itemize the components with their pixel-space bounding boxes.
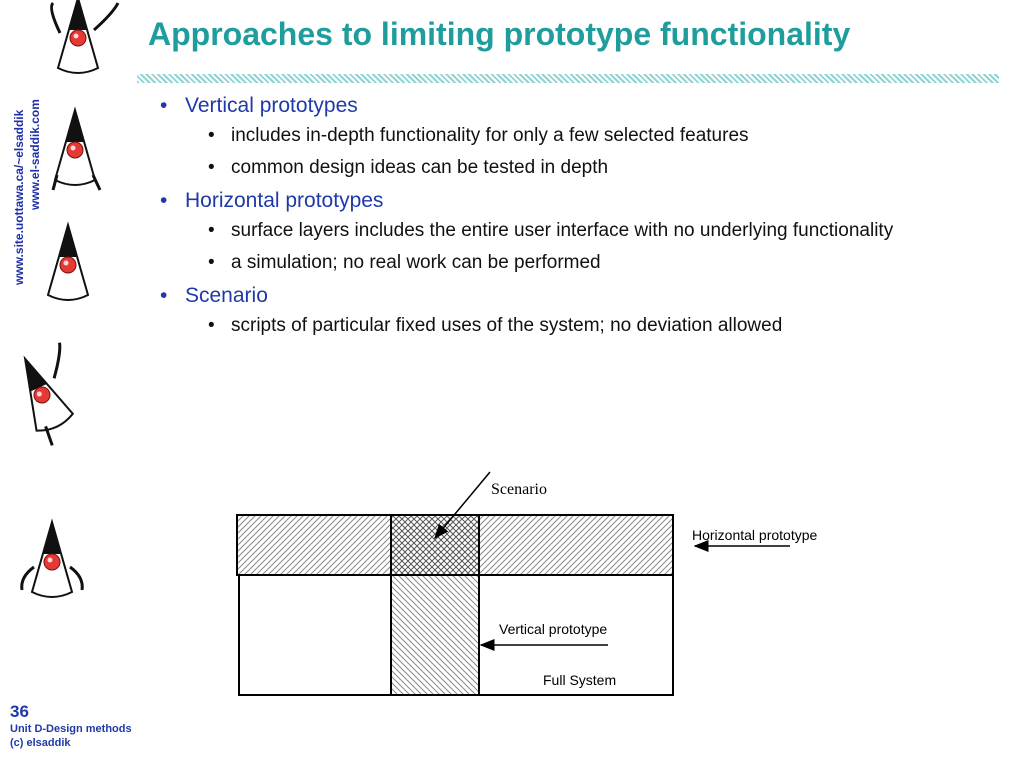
full-system-label: Full System: [543, 672, 616, 688]
footer-copyright: (c) elsaddik: [10, 737, 71, 749]
slide-title: Approaches to limiting prototype functio…: [148, 16, 851, 52]
mascot-5: [20, 521, 84, 598]
bullet-list: Vertical prototypes includes in-depth fu…: [160, 92, 980, 345]
bullet-item: includes in-depth functionality for only…: [160, 123, 980, 149]
mascot-3: [47, 224, 89, 301]
mascot-2: [51, 109, 102, 191]
mascot-1: [50, 0, 120, 74]
scenario-arrow: [434, 471, 491, 540]
bullet-item: surface layers includes the entire user …: [160, 218, 980, 244]
prototype-diagram: Scenario Horizontal prototype Vertical p…: [225, 462, 865, 707]
scenario-label: Scenario: [491, 481, 547, 498]
scenario-cell: [390, 514, 480, 576]
side-url-1[interactable]: www.site.uottawa.ca/~elsaddik: [12, 109, 26, 285]
mascot-column: [0, 0, 140, 610]
heading-scenario: Scenario: [160, 282, 980, 310]
bullet-item: scripts of particular fixed uses of the …: [160, 313, 980, 339]
mascot-4: [5, 342, 76, 446]
heading-horizontal-prototypes: Horizontal prototypes: [160, 187, 980, 215]
footer-unit: Unit D-Design methods: [10, 723, 132, 735]
bullet-item: common design ideas can be tested in dep…: [160, 155, 980, 181]
horizontal-label: Horizontal prototype: [692, 527, 818, 543]
vertical-prototype-column: [390, 574, 480, 696]
vertical-label: Vertical prototype: [499, 621, 607, 637]
title-divider: [137, 74, 999, 83]
page-number: 36: [10, 702, 29, 721]
mascot-images: [5, 0, 120, 598]
heading-vertical-prototypes: Vertical prototypes: [160, 92, 980, 120]
side-url-2[interactable]: www.el-saddik.com: [28, 99, 42, 210]
prototype-diagram-svg: Scenario Horizontal prototype Vertical p…: [236, 471, 818, 696]
bullet-item: a simulation; no real work can be perfor…: [160, 250, 980, 276]
